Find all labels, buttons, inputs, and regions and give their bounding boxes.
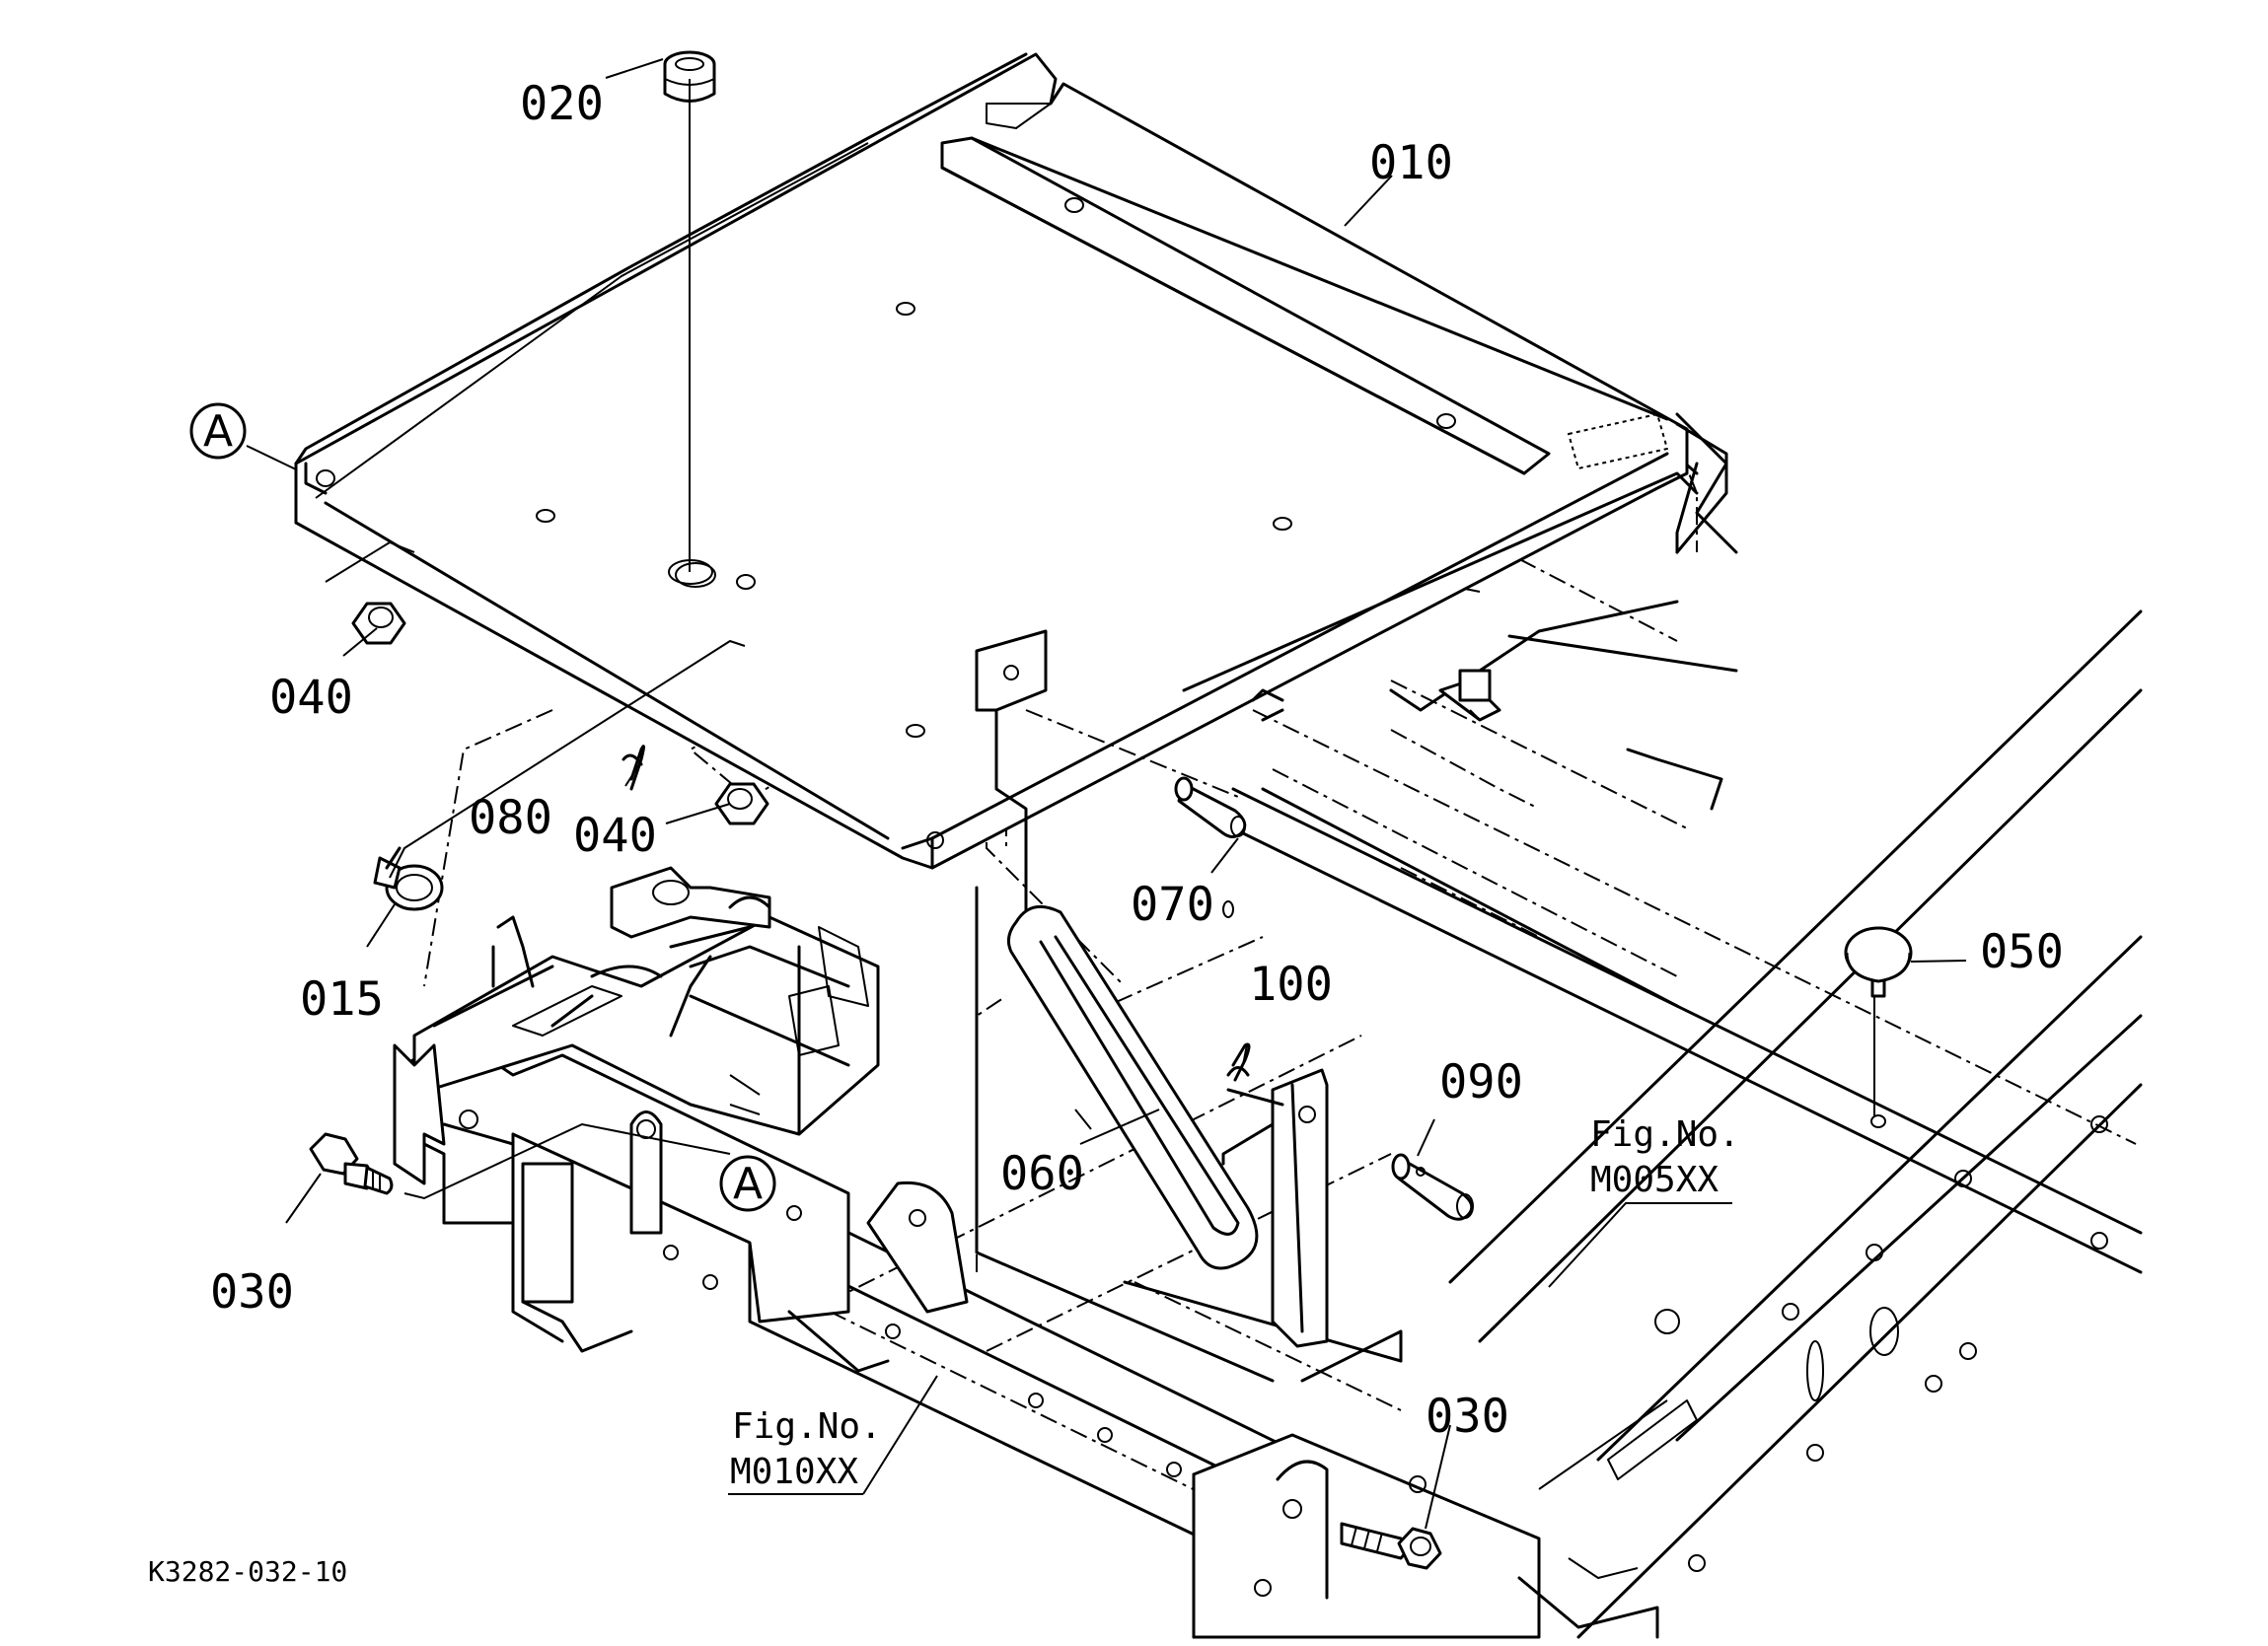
figure-ref-m010xx: Fig.No. M010XX — [728, 1406, 882, 1495]
frame-assembly — [393, 412, 2143, 1639]
svg-text:A: A — [733, 1159, 763, 1209]
fig-label-m010: Fig.No. — [732, 1406, 882, 1447]
callout-070: 070 — [1131, 878, 1214, 932]
nut-040-lower — [714, 782, 769, 825]
knob-050 — [1844, 926, 1913, 1128]
seat-plate-010 — [294, 52, 1728, 870]
support-bracket — [1221, 1068, 1329, 1348]
pin-070 — [1174, 776, 1247, 918]
callout-100: 100 — [1249, 958, 1333, 1012]
callout-060: 060 — [1000, 1147, 1084, 1201]
nut-040-upper — [351, 602, 406, 645]
view-marker-a-bottom: A — [719, 1155, 776, 1212]
bolt-030-right — [1340, 1522, 1442, 1570]
svg-text:A: A — [203, 406, 233, 457]
bolt-030-left — [309, 1132, 394, 1195]
callout-040-upper: 040 — [269, 671, 353, 725]
callout-050: 050 — [1980, 925, 2064, 979]
fig-number-m010: M010XX — [730, 1452, 858, 1492]
latch-bracket — [975, 629, 1244, 949]
handle-060 — [1006, 904, 1259, 1270]
fig-number-m005: M005XX — [1590, 1160, 1719, 1200]
callout-080: 080 — [469, 791, 552, 845]
callout-015: 015 — [300, 972, 384, 1027]
callout-040-lower: 040 — [573, 809, 657, 863]
callout-090: 090 — [1439, 1055, 1523, 1109]
callout-030-right: 030 — [1426, 1390, 1509, 1444]
fig-label-m005: Fig.No. — [1590, 1114, 1740, 1155]
figure-ref-m005xx: Fig.No. M005XX — [1590, 1114, 1740, 1200]
callout-010: 010 — [1369, 136, 1453, 190]
hook-bracket — [1251, 669, 1501, 722]
clip-pin-100 — [1226, 1042, 1251, 1082]
leader-lines — [246, 58, 1967, 1530]
pin-090 — [1391, 1153, 1474, 1221]
callout-020: 020 — [520, 77, 604, 131]
clip-pin-080 — [622, 745, 645, 791]
drawing-code: K3282-032-10 — [148, 1555, 347, 1588]
view-marker-a-top: A — [189, 402, 247, 460]
callout-030-left: 030 — [210, 1265, 294, 1320]
clamp-015 — [373, 846, 444, 911]
